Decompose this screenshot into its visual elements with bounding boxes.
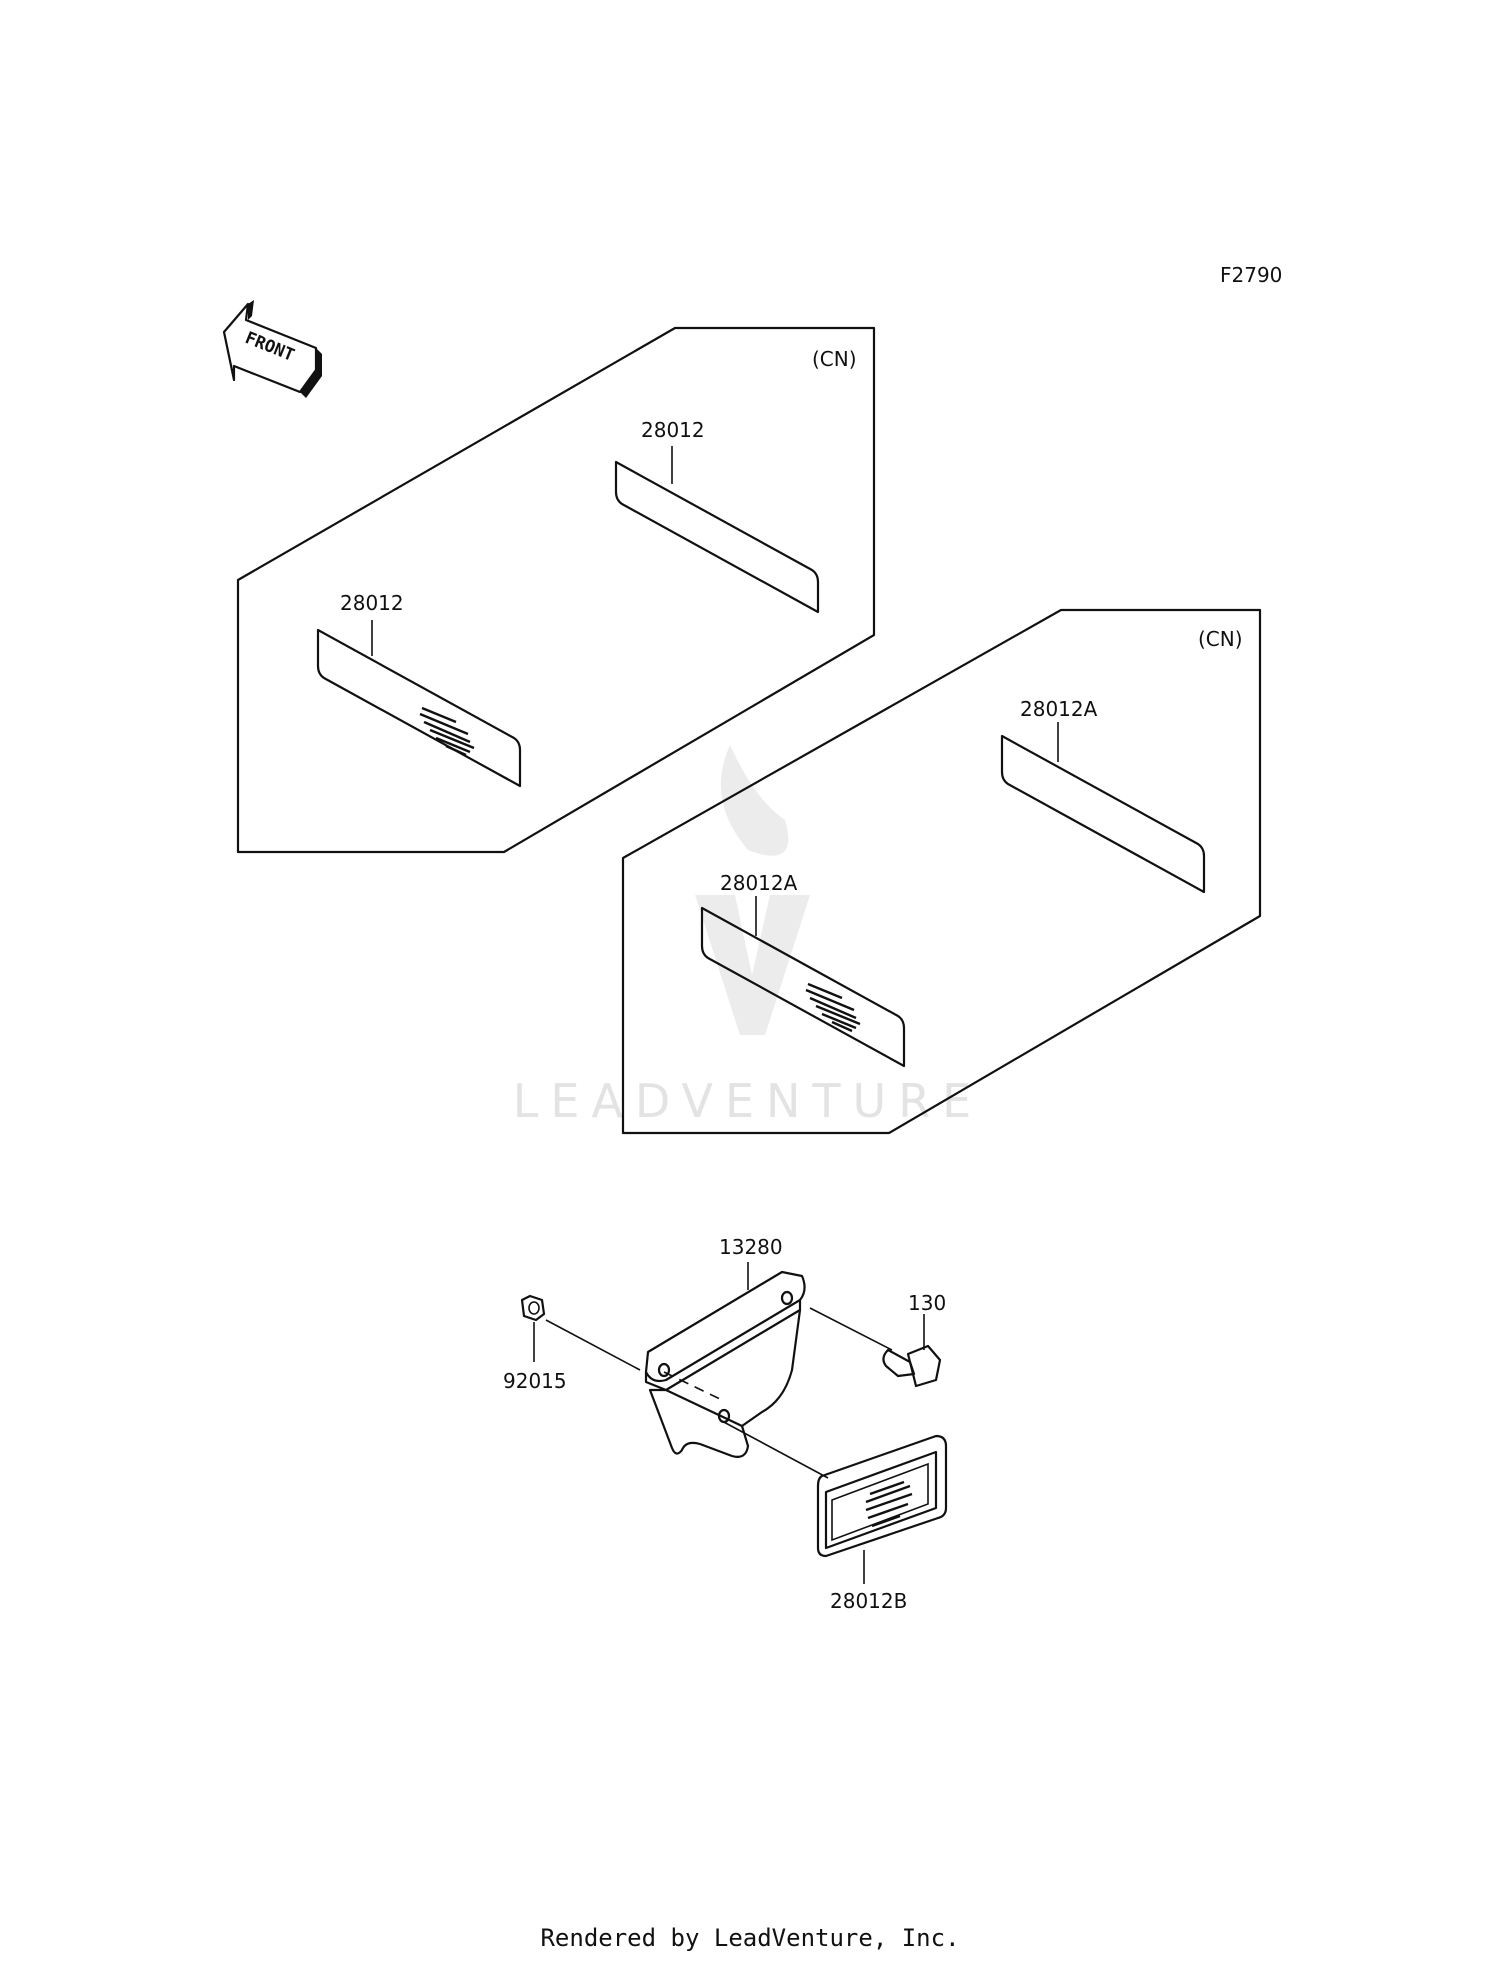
watermark-text: LEADVENTURE xyxy=(513,1074,984,1128)
front-arrow-icon: FRONT xyxy=(222,300,322,398)
warning-text-icon xyxy=(419,706,475,757)
decal-lower-2: 28012A xyxy=(700,871,906,1068)
decal-upper-1: 28012 xyxy=(614,418,820,614)
bolt: 130 xyxy=(882,1291,946,1388)
part-label-13280: 13280 xyxy=(719,1235,783,1259)
figure-code: F2790 xyxy=(1220,263,1282,287)
reflector: 28012B xyxy=(816,1434,948,1613)
panel-1-outline xyxy=(236,326,876,854)
part-label-28012b: 28012B xyxy=(830,1589,907,1613)
decal-upper-2: 28012A xyxy=(1000,697,1206,894)
part-label-28012-lower: 28012 xyxy=(340,591,404,615)
panel-1: (CN) 28012 28012 xyxy=(236,326,876,854)
decal-lower-1: 28012 xyxy=(316,591,522,788)
part-label-28012-upper: 28012 xyxy=(641,418,705,442)
part-label-130: 130 xyxy=(908,1291,946,1315)
bracket: 13280 xyxy=(644,1235,806,1458)
front-label: FRONT xyxy=(242,328,297,366)
part-label-28012a-lower: 28012A xyxy=(720,871,798,895)
part-label-92015: 92015 xyxy=(503,1369,567,1393)
warning-text-icon xyxy=(805,982,861,1033)
watermark-logo xyxy=(695,745,810,1035)
leadventure-watermark: LEADVENTURE xyxy=(513,745,984,1128)
panel-2-region-label: (CN) xyxy=(1198,627,1243,651)
footer-credit: Rendered by LeadVenture, Inc. xyxy=(540,1924,960,1952)
panel-2: (CN) 28012A 28012A xyxy=(621,608,1262,1135)
reflector-assembly: 13280 92015 130 xyxy=(503,1235,948,1613)
nut: 92015 xyxy=(503,1294,567,1393)
part-label-28012a-upper: 28012A xyxy=(1020,697,1098,721)
reflector-text-icon xyxy=(865,1480,913,1528)
panel-2-outline xyxy=(621,608,1262,1135)
panel-1-region-label: (CN) xyxy=(812,347,857,371)
